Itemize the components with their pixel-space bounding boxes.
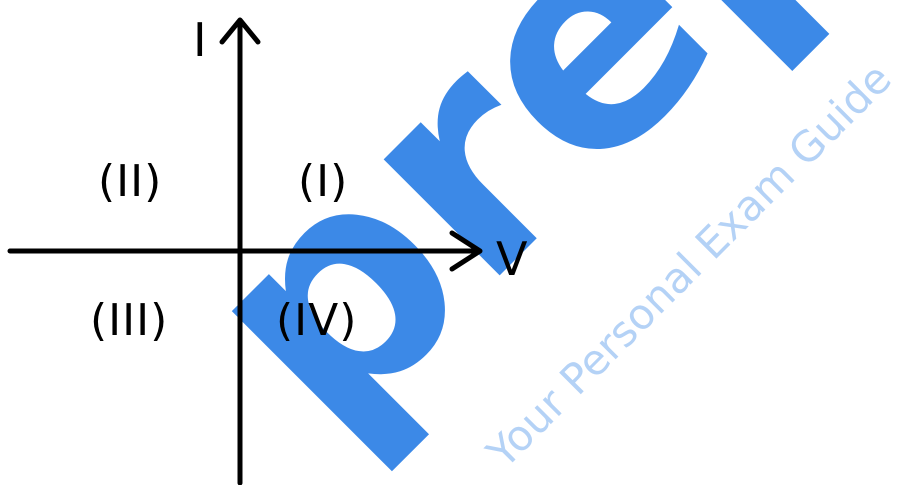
voltage-axis-label: V [496,232,528,286]
quadrant-2-label: (II) [98,156,162,207]
current-axis-label: I [193,13,207,67]
quadrant-4-label: (IV) [276,295,357,346]
quadrant-3-label: (III) [90,295,168,346]
vertical-axis-arrowhead [219,17,261,45]
axes [7,17,483,485]
quadrant-1-label: (I) [298,156,348,207]
horizontal-axis-arrowhead [449,230,483,272]
